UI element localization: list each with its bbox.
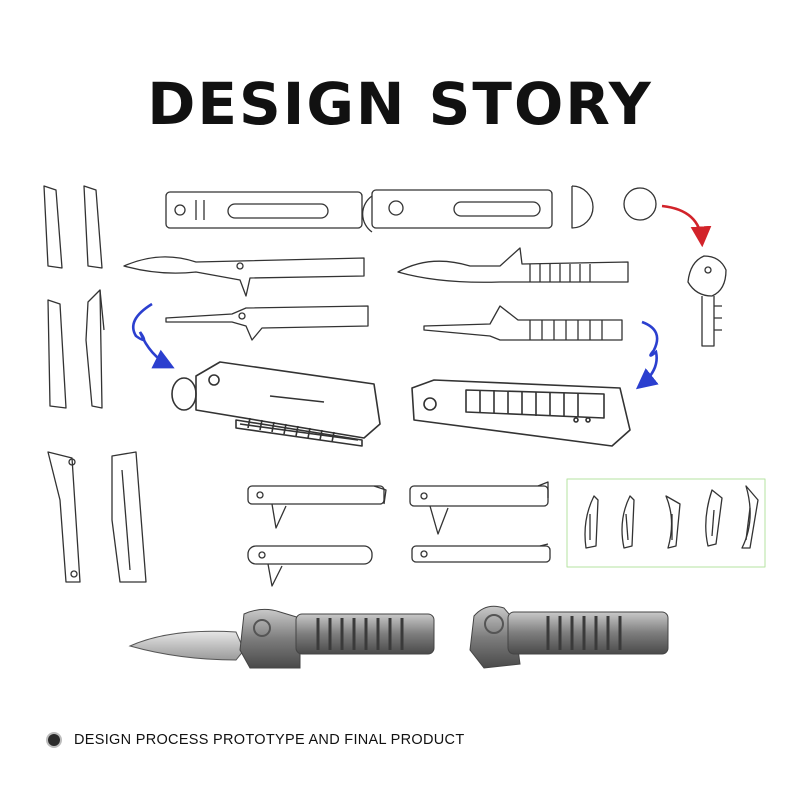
curved-arrow-icon — [661, 204, 712, 248]
folding-sketch-3 — [247, 545, 373, 587]
caption-row: DESIGN PROCESS PROTOTYPE AND FINAL PRODU… — [48, 732, 464, 748]
scalpel-sketch-2 — [397, 247, 629, 283]
curved-arrow-icon — [131, 302, 175, 369]
folding-sketch-1 — [247, 485, 387, 529]
clip-sketch — [571, 185, 594, 229]
final-product-closed — [469, 605, 669, 669]
final-product-open — [128, 608, 435, 669]
caption-text: DESIGN PROCESS PROTOTYPE AND FINAL PRODU… — [74, 732, 465, 748]
blade-variants — [584, 485, 759, 549]
key-sketch — [687, 255, 727, 347]
multitool-sketch-1 — [165, 191, 363, 229]
page-title: DESIGN STORY — [147, 70, 653, 138]
scalpel-sketch-1 — [123, 256, 365, 297]
folding-sketch-2 — [409, 481, 549, 535]
blade-variants-box — [566, 478, 766, 568]
multitool-sketch-2 — [362, 189, 553, 233]
scalpel-sketch-4 — [423, 305, 623, 341]
bullet-dot-icon — [48, 734, 60, 746]
perspective-knife-sketch-1 — [171, 361, 381, 447]
left-sketch-group — [43, 185, 147, 583]
curved-arrow-icon — [635, 320, 659, 390]
scalpel-sketch-3 — [165, 305, 369, 341]
folding-sketch-4 — [411, 543, 551, 563]
perspective-knife-sketch-2 — [411, 379, 631, 447]
ring-sketch — [623, 187, 657, 221]
